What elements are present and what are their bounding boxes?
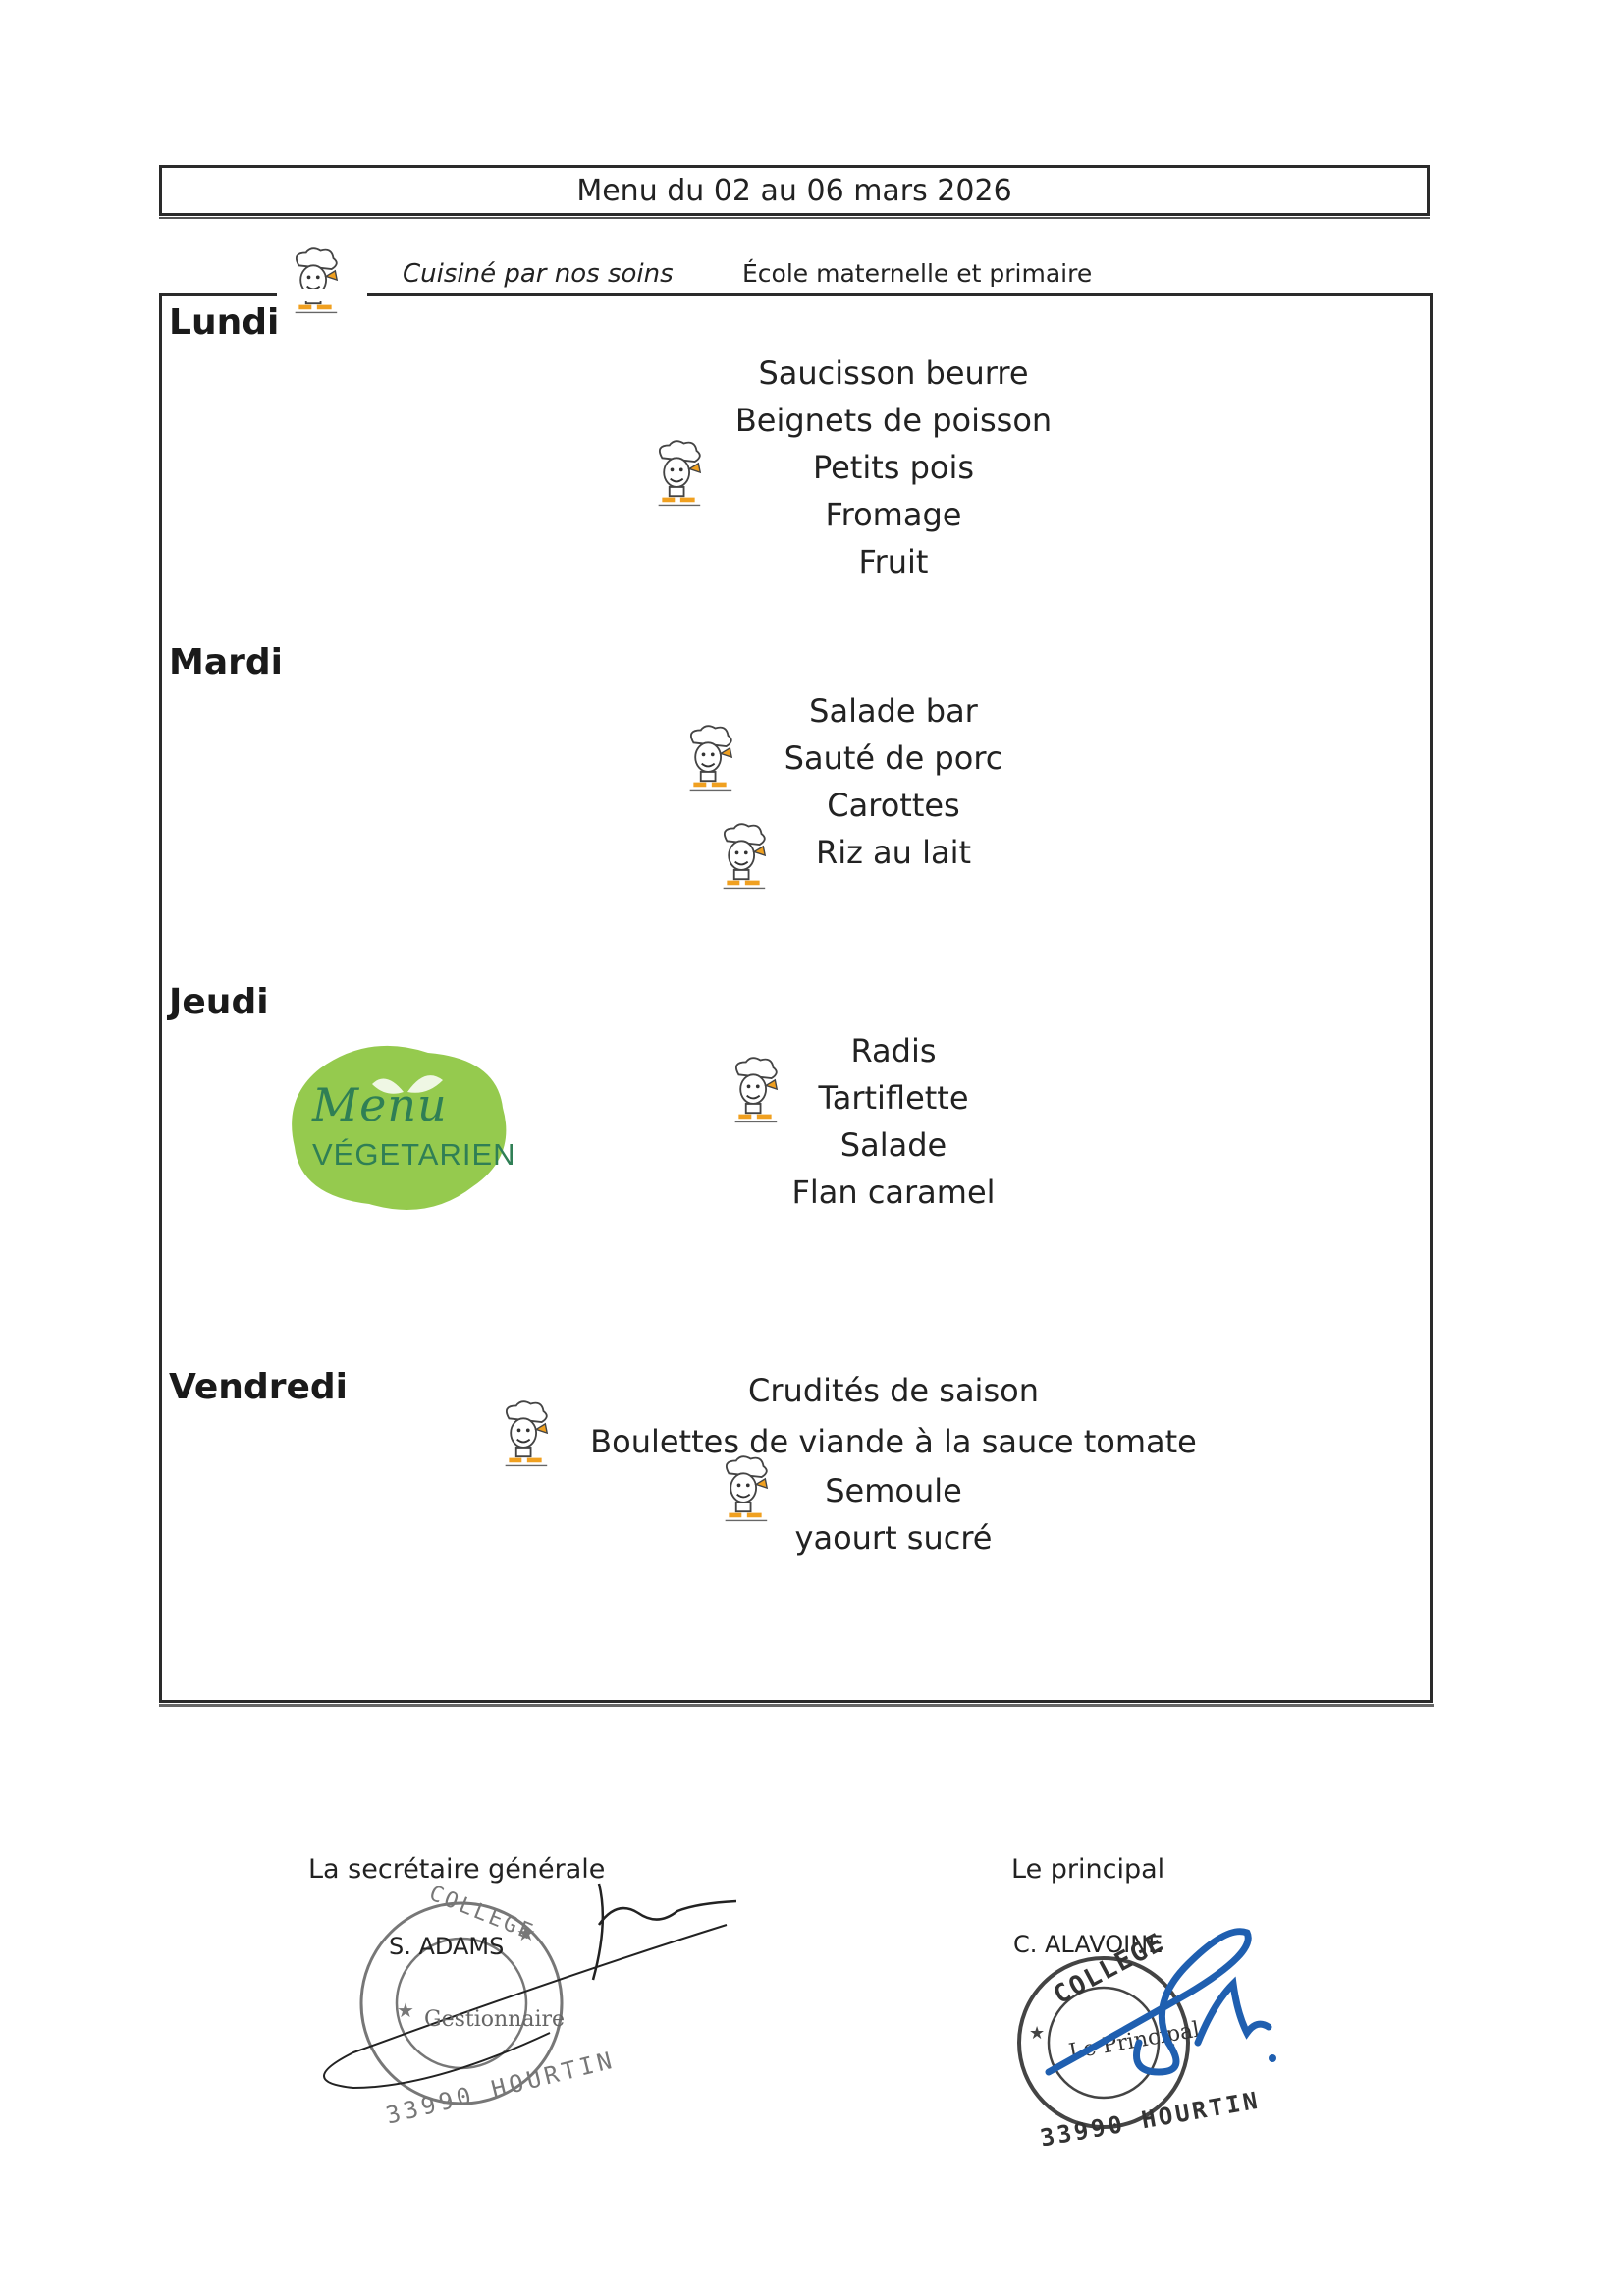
svg-text:★: ★: [1029, 2023, 1045, 2044]
chef-icon: [642, 438, 715, 511]
chef-icon: [719, 1055, 791, 1127]
dish: Saucisson beurre: [758, 355, 1029, 392]
day-vendredi: Vendredi: [169, 1367, 348, 1407]
vegetarian-badge: [292, 1045, 507, 1210]
day-lundi: Lundi: [169, 302, 280, 343]
dish: Salade: [839, 1126, 947, 1164]
signatory-role-right: Le principal: [1011, 1854, 1165, 1885]
dish: Riz au lait: [815, 834, 972, 871]
signature-mark: [1045, 1928, 1276, 2076]
dish: Boulettes de viande à la sauce tomate: [590, 1423, 1197, 1460]
dish: Flan caramel: [791, 1174, 996, 1211]
dish: Carottes: [827, 787, 960, 824]
stamp-icon: ★: [1017, 1956, 1190, 2129]
school-name: École maternelle et primaire: [742, 259, 1093, 288]
stamp-icon: ★ ★: [323, 1883, 736, 2105]
dish: Beignets de poisson: [734, 402, 1053, 439]
dish: Fruit: [858, 543, 929, 580]
day-mardi: Mardi: [169, 642, 283, 683]
dish: Crudités de saison: [748, 1372, 1039, 1409]
svg-text:★: ★: [397, 1998, 414, 2022]
stamp-middle-left: Gestionnaire: [424, 2007, 566, 2032]
signatory-role-left: La secrétaire générale: [308, 1854, 606, 1885]
dish: yaourt sucré: [794, 1519, 993, 1557]
chef-icon: [489, 1398, 562, 1471]
dish: Tartiflette: [818, 1079, 969, 1117]
menu-frame: [159, 293, 1434, 1707]
vegetarian-badge-line2: VÉGETARIEN: [312, 1137, 516, 1172]
dish: Petits pois: [812, 449, 975, 486]
dish: Salade bar: [809, 692, 978, 730]
vegetarian-badge-line1: Menu: [312, 1078, 448, 1131]
dish: Fromage: [825, 496, 962, 533]
signatory-name-right: C. ALAVOINE: [1013, 1931, 1163, 1958]
dish: Sauté de porc: [784, 739, 1003, 777]
signatory-name-left: S. ADAMS: [389, 1933, 505, 1960]
tagline: Cuisiné par nos soins: [403, 259, 674, 289]
chef-icon: [674, 723, 746, 795]
chef-icon: [709, 1453, 782, 1526]
chef-icon: [707, 821, 780, 894]
day-jeudi: Jeudi: [169, 982, 269, 1022]
frame-gap: [277, 289, 367, 301]
dish: Radis: [850, 1032, 937, 1069]
dish: Semoule: [825, 1472, 962, 1509]
page-title-text: Menu du 02 au 06 mars 2026: [576, 173, 1012, 208]
svg-text:★: ★: [516, 1922, 536, 1946]
page-title: Menu du 02 au 06 mars 2026: [159, 165, 1430, 219]
